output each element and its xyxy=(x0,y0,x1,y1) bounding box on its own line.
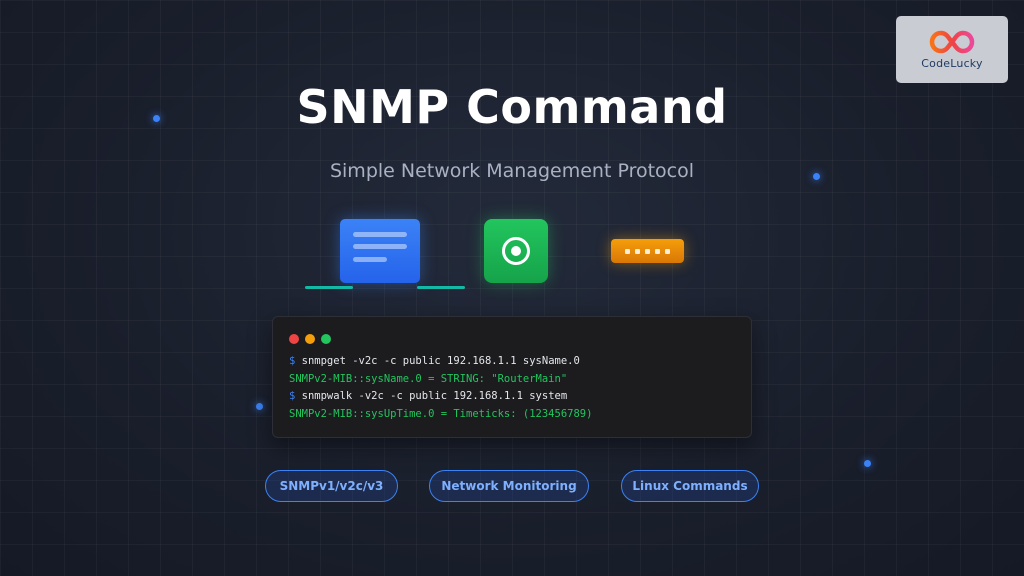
command-text: snmpget -v2c -c public 192.168.1.1 sysNa… xyxy=(295,355,580,367)
decorative-dot xyxy=(256,403,263,410)
terminal-command-line: $ snmpwalk -v2c -c public 192.168.1.1 sy… xyxy=(289,391,567,402)
decorative-dot xyxy=(153,115,160,122)
tag-network-monitoring[interactable]: Network Monitoring xyxy=(429,470,589,502)
tag-snmp-versions[interactable]: SNMPv1/v2c/v3 xyxy=(265,470,398,502)
codelucky-logo[interactable]: CodeLucky xyxy=(896,16,1008,83)
window-controls xyxy=(289,334,331,344)
terminal-prompt: $ xyxy=(289,355,296,367)
server-icon xyxy=(340,219,420,283)
command-text: snmpwalk -v2c -c public 192.168.1.1 syst… xyxy=(295,390,568,402)
terminal-output-line: SNMPv2-MIB::sysName.0 = STRING: "RouterM… xyxy=(289,373,568,385)
terminal-window: $ snmpget -v2c -c public 192.168.1.1 sys… xyxy=(272,316,752,438)
connection-line xyxy=(417,286,465,289)
terminal-command-line: $ snmpget -v2c -c public 192.168.1.1 sys… xyxy=(289,356,580,367)
close-dot-icon xyxy=(289,334,299,344)
maximize-dot-icon xyxy=(321,334,331,344)
terminal-prompt: $ xyxy=(289,390,296,402)
tag-linux-commands[interactable]: Linux Commands xyxy=(621,470,759,502)
logo-text: CodeLucky xyxy=(921,57,983,70)
network-switch-icon xyxy=(611,239,684,263)
connection-line xyxy=(305,286,353,289)
monitor-target-icon xyxy=(484,219,548,283)
page-title: SNMP Command xyxy=(296,80,728,134)
page-subtitle: Simple Network Management Protocol xyxy=(329,160,695,182)
minimize-dot-icon xyxy=(305,334,315,344)
terminal-output-line: SNMPv2-MIB::sysUpTime.0 = Timeticks: (12… xyxy=(289,408,593,420)
decorative-dot xyxy=(813,173,820,180)
decorative-dot xyxy=(864,460,871,467)
infinity-logo-icon xyxy=(929,30,975,54)
